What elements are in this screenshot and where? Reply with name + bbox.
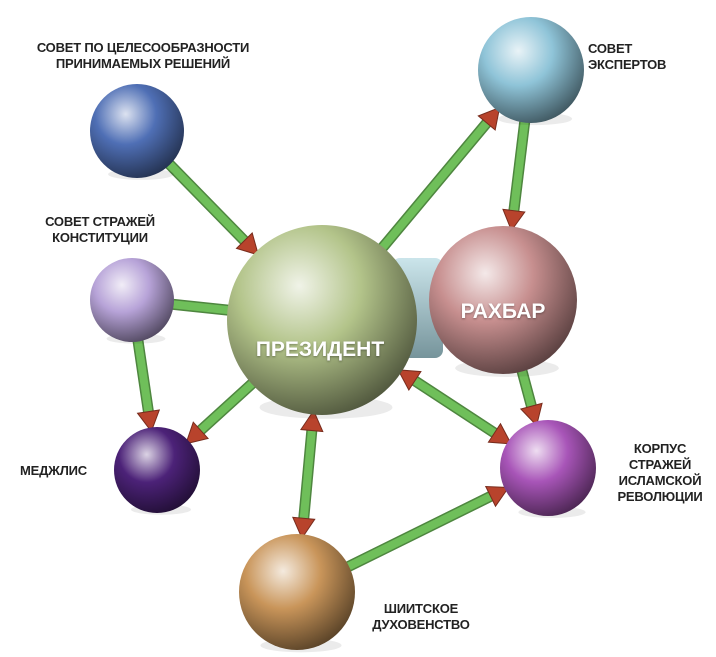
arrow-president-irgc [397, 369, 513, 445]
sphere-majlis [114, 427, 200, 513]
node-president [227, 225, 417, 419]
node-clergy [239, 534, 355, 653]
arrowhead [502, 208, 526, 232]
node-guardians [90, 258, 174, 344]
arrowhead [519, 402, 543, 427]
label-shia-clergy: ШИИТСКОЕ ДУХОВЕНСТВО [372, 601, 470, 632]
sphere-clergy [239, 534, 355, 650]
node-expediency [90, 84, 184, 180]
arrowhead [292, 516, 316, 540]
label-president: ПРЕЗИДЕНТ [255, 338, 385, 361]
arrow-president-experts [376, 106, 501, 254]
arrowhead [136, 409, 161, 433]
label-rahbar: РАХБАР [460, 300, 546, 323]
node-rahbar [429, 226, 577, 377]
sphere-experts [478, 17, 584, 123]
arrow-president-majlis [185, 377, 259, 445]
arrowhead [484, 485, 510, 508]
sphere-irgc [500, 420, 596, 516]
sphere-expediency [90, 84, 184, 178]
arrowhead [397, 369, 422, 391]
arrows-layer [132, 106, 543, 574]
arrow-guardians-president [169, 298, 233, 316]
label-irgc: КОРПУС СТРАЖЕЙ ИСЛАМСКОЙ РЕВОЛЮЦИИ [617, 441, 703, 504]
sphere-rahbar [429, 226, 577, 374]
sphere-president [227, 225, 417, 415]
node-experts [478, 17, 584, 126]
arrow-expediency-president [163, 157, 260, 256]
arrow-rahbar-irgc [515, 366, 543, 427]
label-guardian-council: СОВЕТ СТРАЖЕЙ КОНСТИТУЦИИ [45, 214, 155, 245]
arrow-president-clergy [292, 409, 324, 540]
arrow-experts-rahbar [502, 117, 531, 232]
sphere-guardians [90, 258, 174, 342]
nodes-layer [90, 17, 596, 653]
arrowhead [185, 421, 209, 445]
label-assembly-of-experts: СОВЕТ ЭКСПЕРТОВ [588, 41, 667, 72]
arrowhead [477, 106, 501, 131]
arrow-guardians-majlis [132, 336, 161, 433]
label-majlis: МЕДЖЛИС [20, 463, 87, 478]
label-expediency-council: СОВЕТ ПО ЦЕЛЕСООБРАЗНОСТИ ПРИНИМАЕМЫХ РЕ… [36, 40, 250, 71]
node-irgc [500, 420, 596, 518]
arrowhead [299, 409, 324, 433]
arrowhead [235, 232, 260, 256]
arrowhead [487, 422, 513, 445]
arrow-clergy-irgc [342, 485, 510, 574]
node-majlis [114, 427, 200, 515]
